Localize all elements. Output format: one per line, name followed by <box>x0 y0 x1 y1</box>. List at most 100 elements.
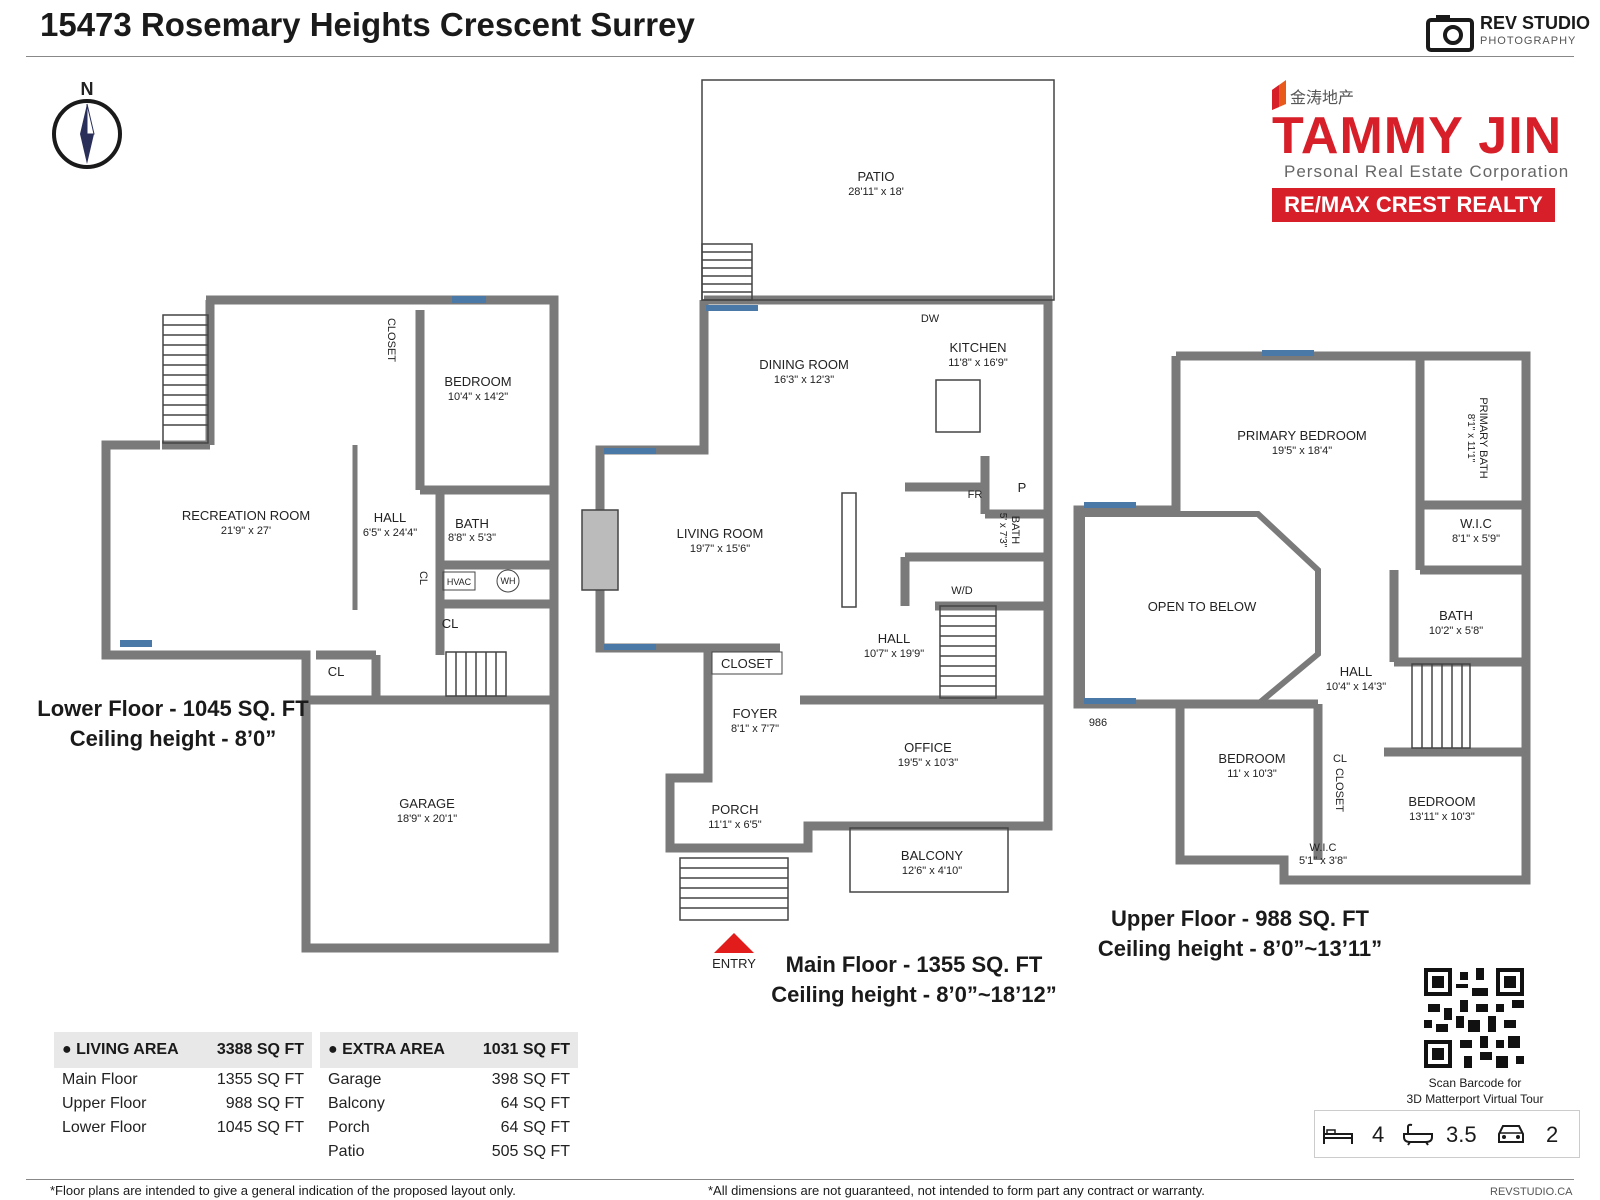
room-name: PRIMARY BATH <box>1477 397 1489 478</box>
room-name: LIVING ROOM <box>677 526 764 541</box>
room-dimensions: 11'1" x 6'5" <box>708 819 761 831</box>
room-name: BEDROOM <box>444 374 511 389</box>
fireplace-feature <box>841 492 857 608</box>
extra-area-total: 1031 SQ FT <box>465 1032 578 1068</box>
washer-dryer-label: W/D <box>951 585 972 597</box>
closet-box <box>711 651 783 675</box>
bed-icon <box>1323 1126 1353 1144</box>
closet-label: CL <box>1333 753 1347 765</box>
closet-label: CLOSET <box>1333 768 1345 812</box>
lower-stairs <box>162 314 507 697</box>
compass-rose <box>52 99 122 169</box>
room-name: BEDROOM <box>1218 751 1285 766</box>
upper-stairs <box>1411 663 1471 749</box>
lower-floor-label: Lower Floor - 1045 SQ. FT Ceiling height… <box>34 694 312 754</box>
hvac-unit <box>442 571 476 591</box>
room-dimensions: 8'1" x 5'9" <box>1452 533 1500 545</box>
water-heater-label: WH <box>501 576 516 586</box>
room-dimensions: 8'8" x 5'3" <box>448 532 496 544</box>
lower-room-labels: RECREATION ROOM 21'9" x 27' HALL 6'5" x … <box>182 318 520 825</box>
room-name: BATH <box>1439 608 1473 623</box>
room-name: KITCHEN <box>949 340 1006 355</box>
main-stairs <box>679 243 997 921</box>
lower-floor-area: Lower Floor - 1045 SQ. FT <box>37 696 309 721</box>
closet-label: CL <box>328 664 345 679</box>
entry-label: ENTRY <box>712 956 756 971</box>
closet-label: CLOSET <box>385 318 397 362</box>
room-dimensions: 18'9" x 20'1" <box>397 813 457 825</box>
lower-floor-ceiling: Ceiling height - 8’0” <box>69 726 277 751</box>
row-label: Lower Floor <box>62 1119 147 1136</box>
room-name: BATH <box>455 516 489 531</box>
room-dimensions: 10'4" x 14'3" <box>1326 681 1386 693</box>
main-room-labels: PATIO 28'11" x 18' DINING ROOM 16'3" x 1… <box>677 169 1027 971</box>
room-name: BEDROOM <box>1408 794 1475 809</box>
room-name: GARAGE <box>399 796 455 811</box>
room-dimensions: 19'7" x 15'6" <box>690 543 750 555</box>
qr-caption-line1: Scan Barcode for <box>1428 1076 1522 1090</box>
row-label: Balcony <box>328 1095 385 1112</box>
room-dimensions: 8'1" x 7'7" <box>731 723 779 735</box>
room-name: HALL <box>1340 664 1373 679</box>
row-label: Main Floor <box>62 1071 138 1088</box>
window <box>1262 350 1314 356</box>
room-dimensions: 12'6" x 4'10" <box>902 865 962 877</box>
room-name: W.I.C <box>1460 516 1492 531</box>
camera-icon <box>1426 15 1474 52</box>
row-label: Garage <box>328 1071 382 1088</box>
table-header: ● EXTRA AREA 1031 SQ FT <box>320 1032 578 1068</box>
room-name: FOYER <box>733 706 778 721</box>
window <box>604 644 656 650</box>
room-name: DINING ROOM <box>759 357 849 372</box>
photographer-sub: PHOTOGRAPHY <box>1480 35 1577 47</box>
balcony-outline <box>849 827 1009 893</box>
room-dimensions: 10'7" x 19'9" <box>864 648 924 660</box>
room-dimensions: 16'3" x 12'3" <box>774 374 834 386</box>
room-dimensions: 19'5" x 10'3" <box>898 757 958 769</box>
closet-label: CL <box>417 571 429 585</box>
room-name: HALL <box>878 631 911 646</box>
main-floor-area: Main Floor - 1355 SQ. FT <box>785 952 1043 977</box>
room-dimensions: 11' x 10'3" <box>1227 768 1277 780</box>
upper-floor-ceiling: Ceiling height - 8’0”~13’11” <box>1097 936 1383 961</box>
qr-code-icon[interactable] <box>1424 968 1524 1068</box>
upper-floor-area: Upper Floor - 988 SQ. FT <box>1111 906 1369 931</box>
upper-room-labels: PRIMARY BEDROOM 19'5" x 18'4" PRIMARY BA… <box>1089 397 1500 867</box>
upper-note-label: 986 <box>1089 717 1107 729</box>
compass-north-label: N <box>81 79 94 99</box>
agent-chinese-name: 金涛地产 <box>1290 88 1355 107</box>
room-name: OPEN TO BELOW <box>1148 599 1257 614</box>
room-dimensions: 13'11" x 10'3" <box>1409 811 1475 823</box>
table-row: Balcony 64 SQ FT <box>320 1092 578 1116</box>
car-icon <box>1498 1125 1524 1143</box>
row-value: 988 SQ FT <box>225 1095 304 1112</box>
table-header: ● LIVING AREA 3388 SQ FT <box>54 1032 312 1068</box>
photographer-url[interactable]: REVSTUDIO.CA <box>1490 1186 1573 1198</box>
bathtub-icon <box>1403 1123 1433 1146</box>
bottom-divider <box>26 1179 1574 1180</box>
room-name: PRIMARY BEDROOM <box>1237 428 1367 443</box>
dishwasher-label: DW <box>921 313 940 325</box>
property-stats <box>1314 1110 1580 1158</box>
baths-count: 3.5 <box>1446 1122 1477 1147</box>
row-value: 505 SQ FT <box>491 1143 570 1160</box>
row-value: 64 SQ FT <box>500 1095 570 1112</box>
qr-caption-line2: 3D Matterport Virtual Tour <box>1406 1092 1544 1106</box>
room-name: HALL <box>374 510 407 525</box>
page-title: 15473 Rosemary Heights Crescent Surrey <box>40 6 695 43</box>
row-value: 398 SQ FT <box>491 1071 570 1088</box>
room-dimensions: 6'5" x 24'4" <box>363 527 417 539</box>
extra-area-header: ● EXTRA AREA <box>320 1032 466 1068</box>
patio-outline <box>701 79 1055 301</box>
upper-floor-walls <box>1073 351 1531 885</box>
fireplace <box>581 509 619 591</box>
upper-floor-label: Upper Floor - 988 SQ. FT Ceiling height … <box>1090 904 1390 964</box>
room-dimensions: 8'1" x 11'1" <box>1465 414 1476 463</box>
room-name: BALCONY <box>901 848 963 863</box>
room-dimensions: 11'8" x 16'9" <box>948 357 1008 369</box>
